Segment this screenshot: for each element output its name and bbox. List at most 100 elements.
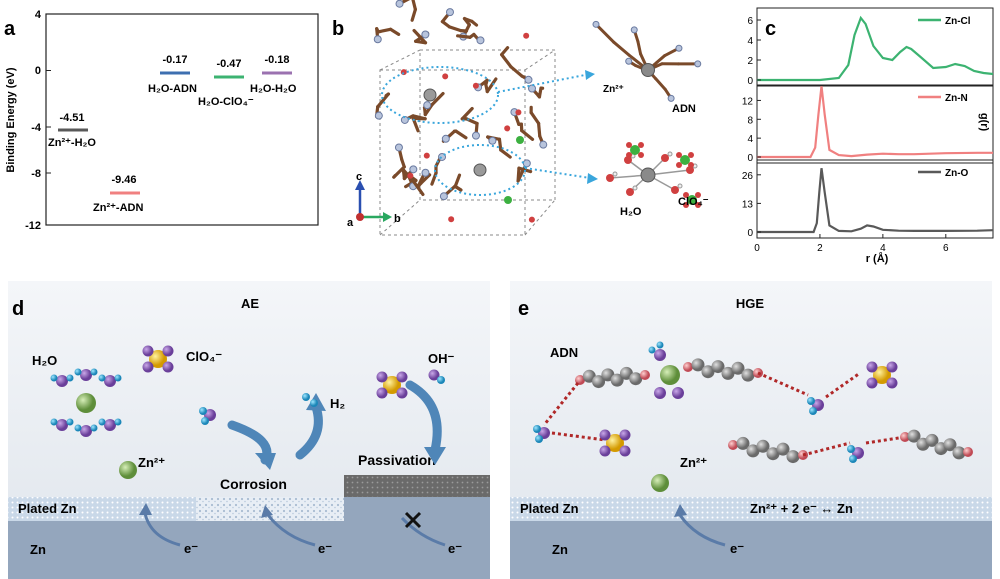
chain-bond <box>612 40 631 57</box>
rdf-subplot-frame <box>756 7 994 87</box>
adn-carbon <box>736 436 750 450</box>
chain-bond <box>388 27 401 36</box>
adn-carbon <box>592 375 606 389</box>
oxygen-atom <box>624 156 632 164</box>
free-zn-ion <box>119 461 137 479</box>
chain-bond <box>500 53 513 69</box>
hydrogen-atom <box>74 368 82 376</box>
chain-bond <box>411 0 417 12</box>
adn-label: ADN <box>672 103 696 115</box>
adn-carbon <box>721 366 735 380</box>
panel-a-y-ticks: 4 0 -4 -8 -12 <box>25 9 51 232</box>
y-tick-label: 8 <box>747 115 753 126</box>
hydroxide-oxygen <box>428 369 440 381</box>
water-oxygen <box>56 419 68 431</box>
nitrogen-atom <box>524 75 533 84</box>
rdf-line-zn-o <box>757 168 994 234</box>
adn-carbon <box>629 372 643 386</box>
oxygen-atom <box>688 162 694 168</box>
nitrogen-atom <box>592 20 600 28</box>
chain-bond <box>430 91 445 107</box>
adn-carbon <box>952 446 966 460</box>
chain-bond <box>529 110 541 125</box>
axis-c-label: c <box>356 171 362 183</box>
perchlorate-oxygen <box>619 429 631 441</box>
electron-arrowhead <box>674 504 687 517</box>
bar-label: Zn²⁺-ADN <box>93 202 143 214</box>
nitrogen-atom <box>539 140 548 149</box>
zn-label: Zn <box>30 542 46 557</box>
bar-zn-adn: -9.46 Zn²⁺-ADN <box>93 174 143 214</box>
nitrogen-atom <box>421 30 430 39</box>
chain-bond <box>453 173 462 188</box>
x-tick-label: 6 <box>943 243 949 254</box>
nitrogen-atom <box>694 60 702 68</box>
chlorine-atom <box>630 145 640 155</box>
clo4-label: ClO₄⁻ <box>186 349 222 364</box>
y-tick-label: 0 <box>747 76 753 87</box>
x-tick-label: 2 <box>817 243 823 254</box>
perchlorate-oxygen <box>886 361 898 373</box>
hydrogen-atom <box>632 185 638 191</box>
chain-bond <box>509 65 524 78</box>
perchlorate-oxygen <box>162 361 174 373</box>
legend-label: Zn-N <box>945 93 968 104</box>
hydrogen-atom <box>90 368 98 376</box>
bar-value: -0.17 <box>162 54 187 66</box>
panel-b: b c b a Zn²⁺ ADN H₂O ClO₄⁻ <box>332 0 709 236</box>
bar-h2o-h2o: -0.18 H₂O-H₂O <box>250 54 297 95</box>
electron-label: e⁻ <box>730 541 744 556</box>
electron-label-1: e⁻ <box>184 541 198 556</box>
perchlorate-oxygen <box>599 445 611 457</box>
h2-atom <box>310 399 318 407</box>
oxygen-atom <box>683 192 689 198</box>
adn-carbon <box>701 365 715 379</box>
h2o-label: H₂O <box>32 353 57 368</box>
y-tick-label: 4 <box>747 36 753 47</box>
oxygen-atom <box>626 152 632 158</box>
x-axis-label: r (Å) <box>866 252 889 265</box>
legend-label: Zn-O <box>945 168 969 179</box>
plated-zn-label: Plated Zn <box>520 501 579 516</box>
oxygen-atom <box>523 32 530 39</box>
hydrogen-atom <box>199 407 207 415</box>
water-oxygen <box>56 375 68 387</box>
hydrogen-atom <box>98 418 106 426</box>
hydrogen-bond <box>551 431 606 442</box>
chain-bond <box>412 180 425 197</box>
adn-carbon <box>925 433 939 447</box>
solvation-highlight-1 <box>381 66 499 124</box>
zn2-label: Zn²⁺ <box>138 455 165 470</box>
perchlorate-oxygen <box>162 345 174 357</box>
y-tick-label: 2 <box>747 56 753 67</box>
adn-nitrogen <box>728 440 738 450</box>
h2-atom <box>302 393 310 401</box>
y-tick-label: 6 <box>747 16 753 27</box>
chain-bond <box>376 27 393 34</box>
chain-bond <box>499 148 512 159</box>
oxygen-atom <box>407 172 414 179</box>
panel-a: a 4 0 -4 -8 -12 Binding Energy (eV) -4.5… <box>4 9 319 232</box>
nitrogen-atom <box>394 143 403 152</box>
panel-label-d: d <box>12 298 24 320</box>
water-oxygen <box>104 419 116 431</box>
plated-zn-layer <box>8 497 196 521</box>
hydrogen-atom <box>535 435 543 443</box>
chlorine-atom <box>516 136 524 144</box>
adn-carbon <box>711 360 725 374</box>
bar-zn-h2o: -4.51 Zn²⁺-H₂O <box>48 112 96 149</box>
zn2-label: Zn²⁺ <box>680 455 707 470</box>
chain-bond <box>536 121 542 138</box>
chain-bond <box>460 106 474 121</box>
chain-bond <box>497 137 503 152</box>
solvation-highlight-2 <box>434 144 526 196</box>
chain-bond <box>520 129 535 141</box>
nitrogen-atom <box>441 134 450 143</box>
hydrogen-atom <box>201 417 209 425</box>
oxygen-atom <box>688 152 694 158</box>
bar-value: -0.47 <box>216 58 241 70</box>
legend-label: Zn-Cl <box>945 16 971 27</box>
chain-bond <box>516 170 524 183</box>
y-tick-label: 13 <box>742 199 754 210</box>
adn-carbon <box>786 450 800 464</box>
